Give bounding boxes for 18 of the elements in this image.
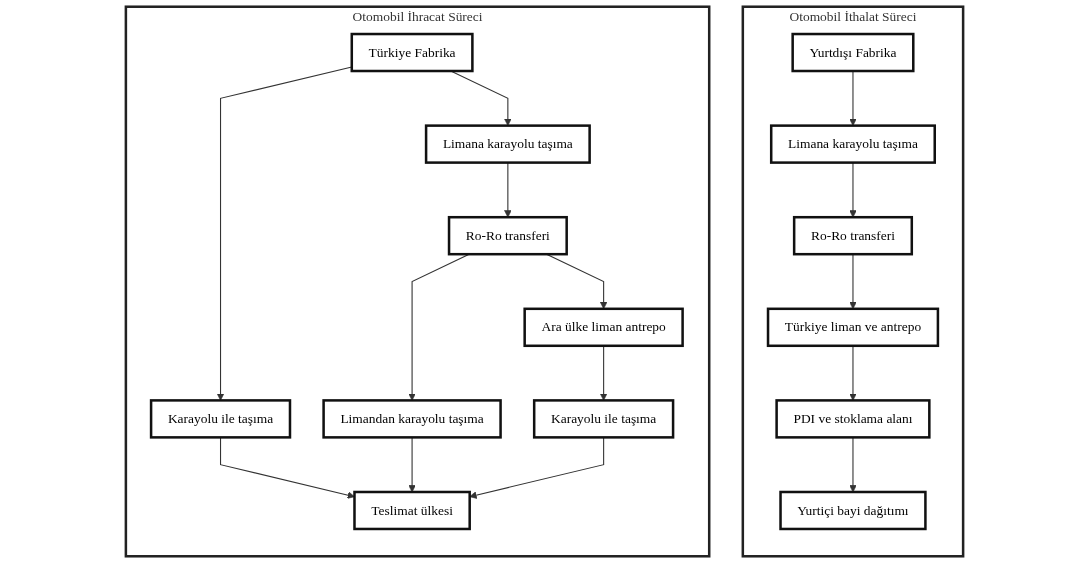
arrow [849, 162, 857, 218]
node-box: Karayolu ile taşıma [532, 399, 675, 439]
node-box: Türkiye Fabrika [350, 32, 474, 73]
node-box: Limana karayolu taşıma [769, 124, 936, 164]
node-box: Teslimat ülkesi [353, 490, 471, 531]
node-box: Ara ülke liman antrepo [523, 307, 684, 348]
arrow [599, 345, 608, 401]
node-box: Limana karayolu taşıma [424, 124, 591, 164]
node-box: Türkiye liman ve antrepo [766, 307, 940, 348]
node-box: Ro-Ro transferi [447, 215, 568, 256]
node-box: Ro-Ro transferi [792, 215, 914, 256]
node-box: Karayolu ile taşıma [149, 399, 292, 439]
node-box: Yurtdışı Fabrika [791, 32, 915, 73]
node-box: Limandan karayolu taşıma [322, 399, 502, 439]
node-box: Yurtiçi bayi dağıtımı [779, 490, 927, 531]
arrow [504, 162, 512, 218]
node-box: PDI ve stoklama alanı [775, 399, 931, 439]
arrow [849, 345, 857, 401]
